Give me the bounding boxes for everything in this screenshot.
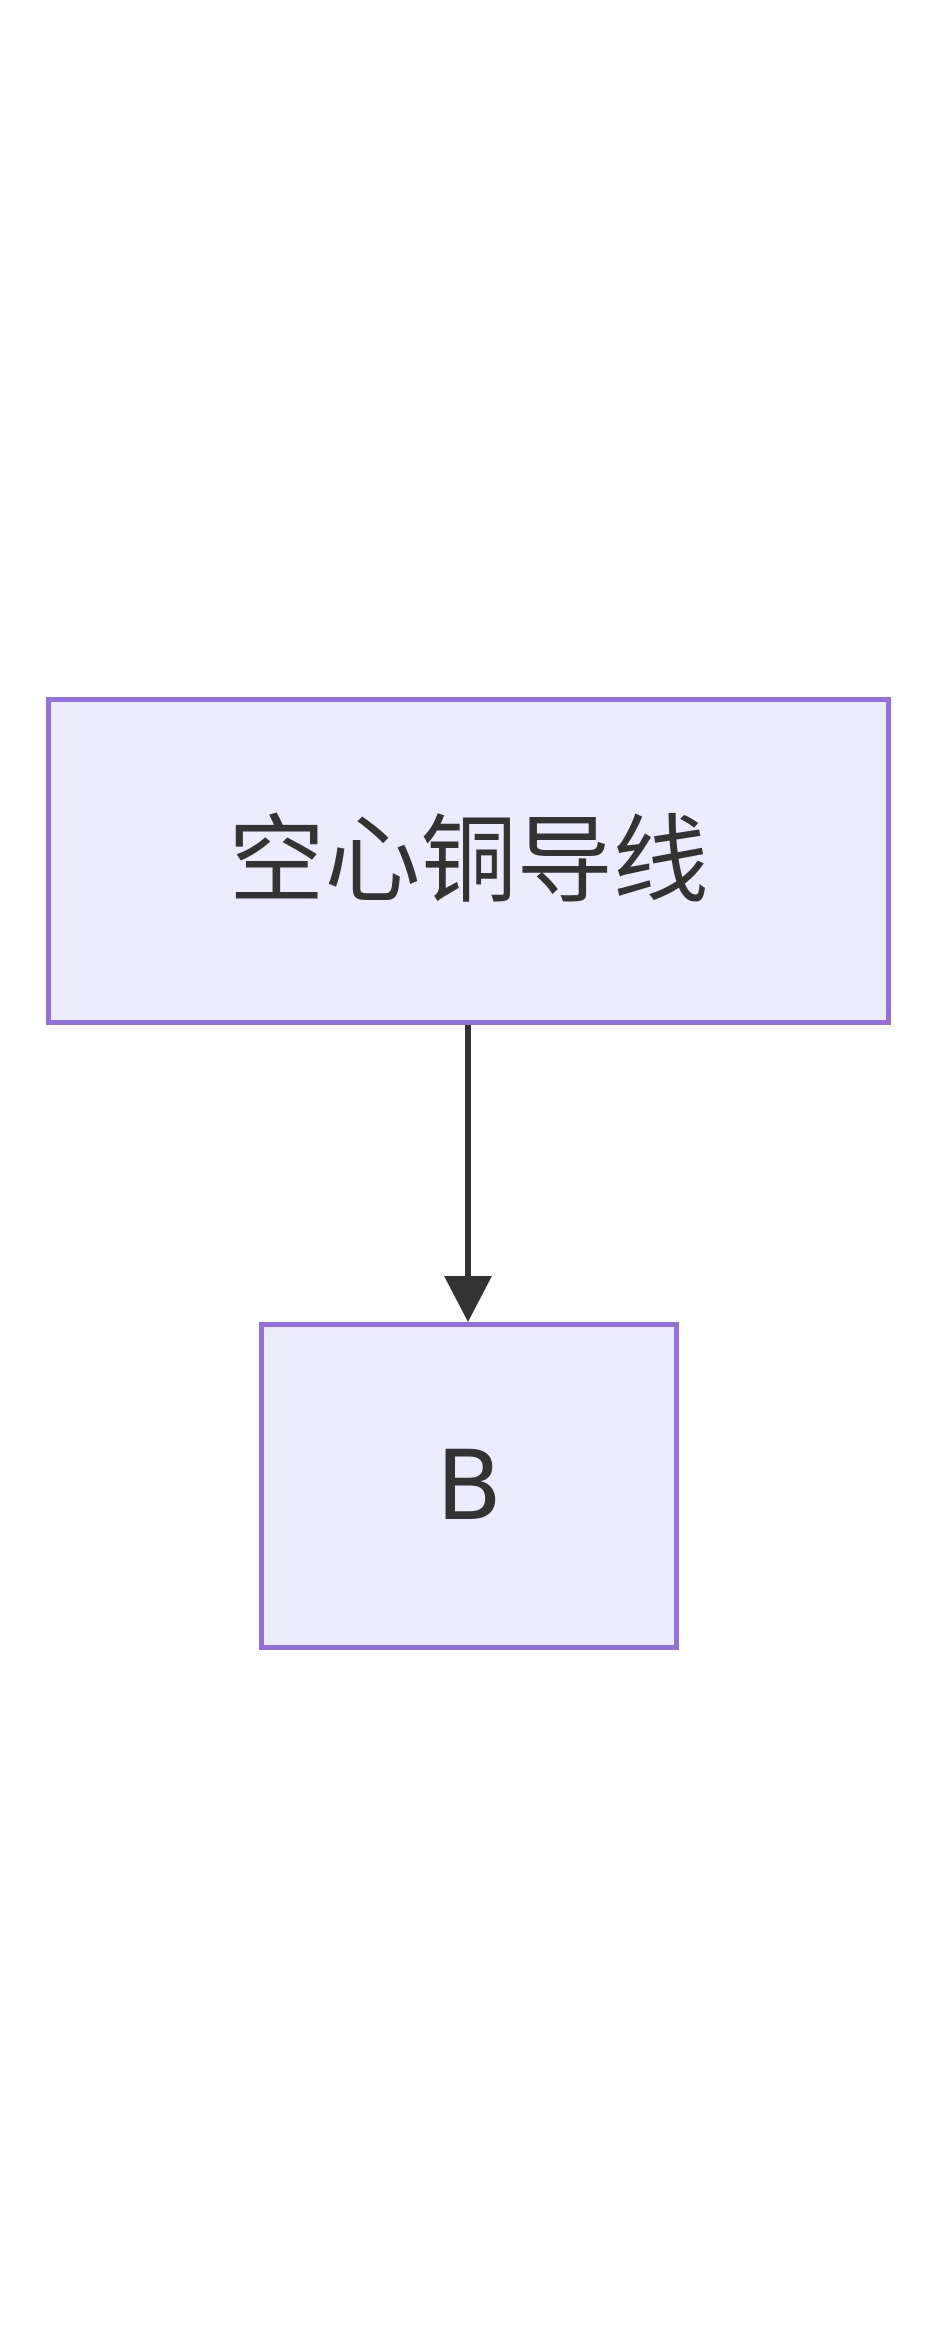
node-b: B: [259, 1322, 679, 1650]
node-a: 空心铜导线: [46, 697, 891, 1025]
node-a-label: 空心铜导线: [228, 805, 709, 917]
node-b-label: B: [436, 1430, 502, 1542]
arrowhead-icon: [444, 1276, 492, 1322]
